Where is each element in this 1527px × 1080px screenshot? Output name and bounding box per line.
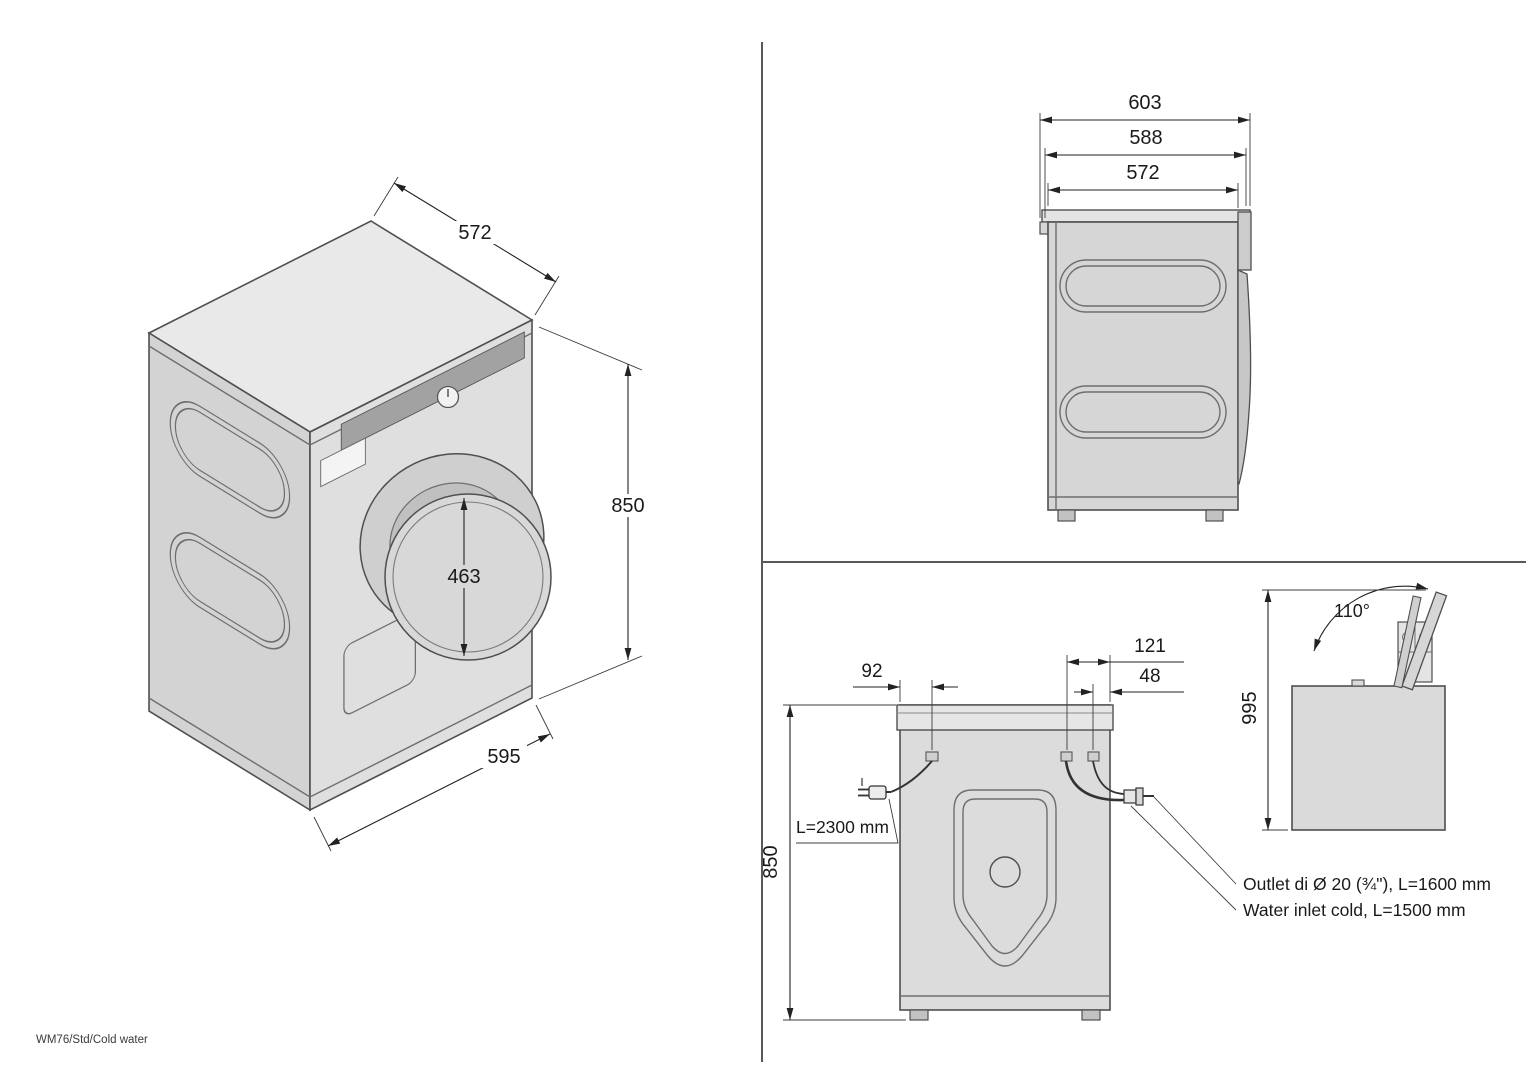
rear-view: Outlet di Ø 20 (¾"), L=1600 mm Water inl…: [760, 636, 1491, 1021]
dim-lid-height: 995: [1239, 589, 1426, 831]
rear-foot-left: [909, 1009, 929, 1021]
lid-view-body: [1291, 685, 1446, 831]
side-foot-left: [1057, 509, 1076, 522]
side-front-panel: [1237, 211, 1252, 271]
hose-fitting: [1123, 789, 1137, 804]
base-lip: [148, 684, 533, 798]
rear-outlet-offset-label: 121: [1134, 636, 1166, 657]
side-body: [1047, 221, 1239, 511]
rear-top-slab: [896, 704, 1114, 731]
power-cord: [858, 751, 939, 800]
dim-rear-outlet-offset: 121: [1066, 636, 1184, 750]
outlet-hose: [1064, 760, 1125, 802]
cord-length-leader: [796, 798, 899, 844]
side-depth-mid-label: 588: [1129, 127, 1162, 149]
iso-height-label: 850: [611, 495, 644, 517]
outlet-gland: [1060, 751, 1073, 762]
dim-rear-inlet-offset: 48: [1074, 666, 1184, 750]
dim-iso-width: 595: [313, 704, 554, 852]
outlet-leader: [1153, 796, 1237, 885]
lid-height-label: 995: [1239, 691, 1261, 724]
dim-side-body: 572: [1047, 162, 1239, 208]
hoses: [1060, 751, 1154, 806]
dim-side-total: 603: [1039, 92, 1251, 218]
inlet-callout-label: Water inlet cold, L=1500 mm: [1243, 900, 1466, 920]
service-drawer: [343, 613, 416, 715]
lid-view-nub: [1351, 679, 1365, 687]
dim-rear-height: 850: [760, 704, 906, 1021]
control-panel-strip: [340, 331, 525, 451]
inlet-gland: [1087, 751, 1100, 762]
side-depth-body-label: 572: [1126, 162, 1159, 184]
rear-emboss-outer: [953, 789, 1057, 967]
side-top-panel: [1041, 209, 1251, 223]
plug-icon: [868, 785, 887, 800]
rear-inlet-offset-label: 48: [1139, 666, 1160, 687]
angle-arc: [1313, 582, 1429, 652]
cord-clip: [925, 751, 939, 762]
side-rear-notch: [1039, 221, 1049, 235]
inlet-hose: [1092, 760, 1125, 795]
dim-rear-cord-offset: 92: [853, 661, 958, 750]
isometric-view: 572 850 463 595: [147, 176, 651, 852]
side-view: 603 588 572: [1039, 92, 1252, 522]
outlet-callout-label: Outlet di Ø 20 (¾"), L=1600 mm: [1243, 874, 1491, 894]
rear-emboss-inner: [962, 798, 1048, 955]
rear-center-cap: [989, 856, 1021, 888]
dim-side-mid: 588: [1044, 127, 1247, 218]
side-foot-right: [1205, 509, 1224, 522]
side-depth-total-label: 603: [1128, 92, 1161, 114]
model-footnote: WM76/Std/Cold water: [36, 1034, 148, 1046]
side-embossings: [169, 401, 291, 650]
inlet-leader: [1130, 805, 1237, 911]
dim-iso-door: 463: [442, 498, 486, 656]
iso-door-label: 463: [447, 566, 480, 588]
hose-nut: [1135, 787, 1144, 806]
lid-open-view: 110° 995: [1239, 582, 1448, 831]
dim-iso-top-depth: 572: [373, 176, 560, 316]
rear-cord-offset-label: 92: [861, 661, 882, 682]
front-panel-details: [320, 331, 525, 715]
iso-top-depth-label: 572: [458, 222, 491, 244]
dim-iso-height: 850: [538, 326, 651, 700]
rear-foot-right: [1081, 1009, 1101, 1021]
opening-angle-label: 110°: [1334, 601, 1370, 621]
side-door-bulge: [1237, 268, 1252, 485]
cord-length-label: L=2300 mm: [796, 817, 889, 837]
iso-width-label: 595: [487, 746, 520, 768]
door-glass-inner: [392, 501, 544, 653]
display-window: [320, 437, 366, 488]
side-embossings: [1059, 259, 1227, 439]
rear-height-label: 850: [760, 845, 782, 878]
